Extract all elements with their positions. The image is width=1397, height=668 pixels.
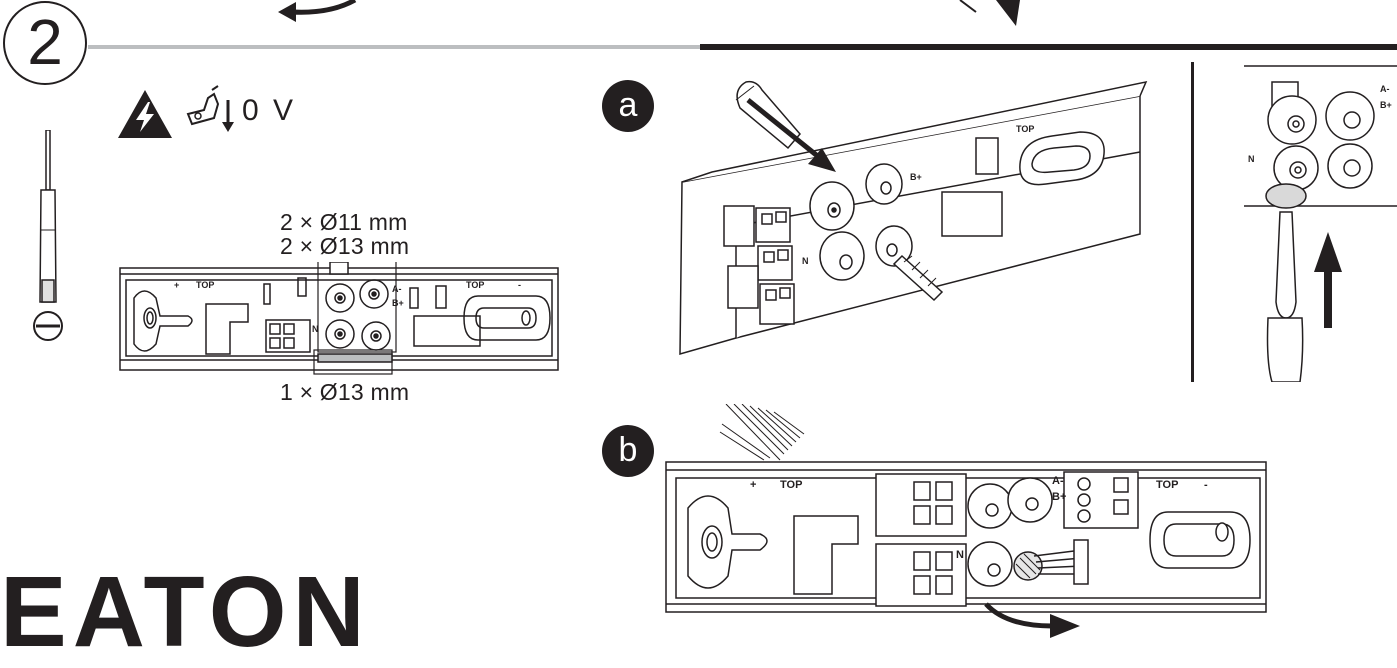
hole-spec-top-2: 2 × Ø13 mm bbox=[280, 233, 410, 259]
panel-b-a-minus-label: A- bbox=[1052, 475, 1064, 487]
panel-b-label: b bbox=[602, 425, 654, 477]
panel-a-detail-a-minus-label: A- bbox=[1380, 84, 1390, 94]
panel-a-divider bbox=[1191, 62, 1194, 382]
panel-a-detail-n-label: N bbox=[1248, 154, 1255, 164]
panel-a-b-plus-label: B+ bbox=[910, 172, 922, 182]
voltage-label: 0 V bbox=[242, 94, 297, 127]
panel-a-label: a bbox=[602, 80, 654, 132]
high-voltage-warning-icon bbox=[118, 90, 172, 138]
label-plus: + bbox=[174, 280, 179, 290]
panel-b-n-label: N bbox=[956, 549, 964, 561]
panel-b-top-left-label: TOP bbox=[780, 479, 802, 491]
panel-a-detail-drawing: N A- B+ bbox=[1244, 65, 1397, 382]
label-top-left: TOP bbox=[196, 280, 214, 290]
device-top-view: + TOP TOP - N A- B+ bbox=[119, 262, 559, 375]
header-rule-black bbox=[700, 44, 1397, 50]
down-arrow-icon bbox=[959, 0, 1020, 26]
hole-spec-bottom-1: 1 × Ø13 mm bbox=[280, 379, 410, 405]
label-n: N bbox=[312, 324, 319, 334]
panel-a-n-label: N bbox=[802, 256, 809, 266]
panel-a-drawing: TOP N B+ bbox=[679, 80, 1148, 355]
panel-a-top-label: TOP bbox=[1016, 124, 1034, 134]
header-rule-gray bbox=[88, 45, 700, 49]
flat-screwdriver-icon bbox=[33, 130, 63, 341]
panel-b-b-plus-label: B+ bbox=[1052, 491, 1066, 503]
label-a-minus: A- bbox=[392, 284, 402, 294]
breaker-switch-off-icon bbox=[186, 85, 234, 132]
panel-b-drawing: + TOP TOP - N A- B+ bbox=[665, 404, 1267, 638]
panel-b-plus-label: + bbox=[750, 479, 756, 491]
eaton-logo: EATON bbox=[0, 556, 371, 668]
label-b-plus: B+ bbox=[392, 298, 404, 308]
panel-b-minus-label: - bbox=[1204, 479, 1208, 491]
panel-a-detail-b-plus-label: B+ bbox=[1380, 100, 1392, 110]
step-number: 2 bbox=[3, 1, 87, 85]
panel-b-top-right-label: TOP bbox=[1156, 479, 1178, 491]
label-minus: - bbox=[518, 280, 521, 290]
label-top-right: TOP bbox=[466, 280, 484, 290]
hole-spec-top-1: 2 × Ø11 mm bbox=[280, 209, 408, 235]
rotate-arrow-icon bbox=[278, 0, 357, 22]
